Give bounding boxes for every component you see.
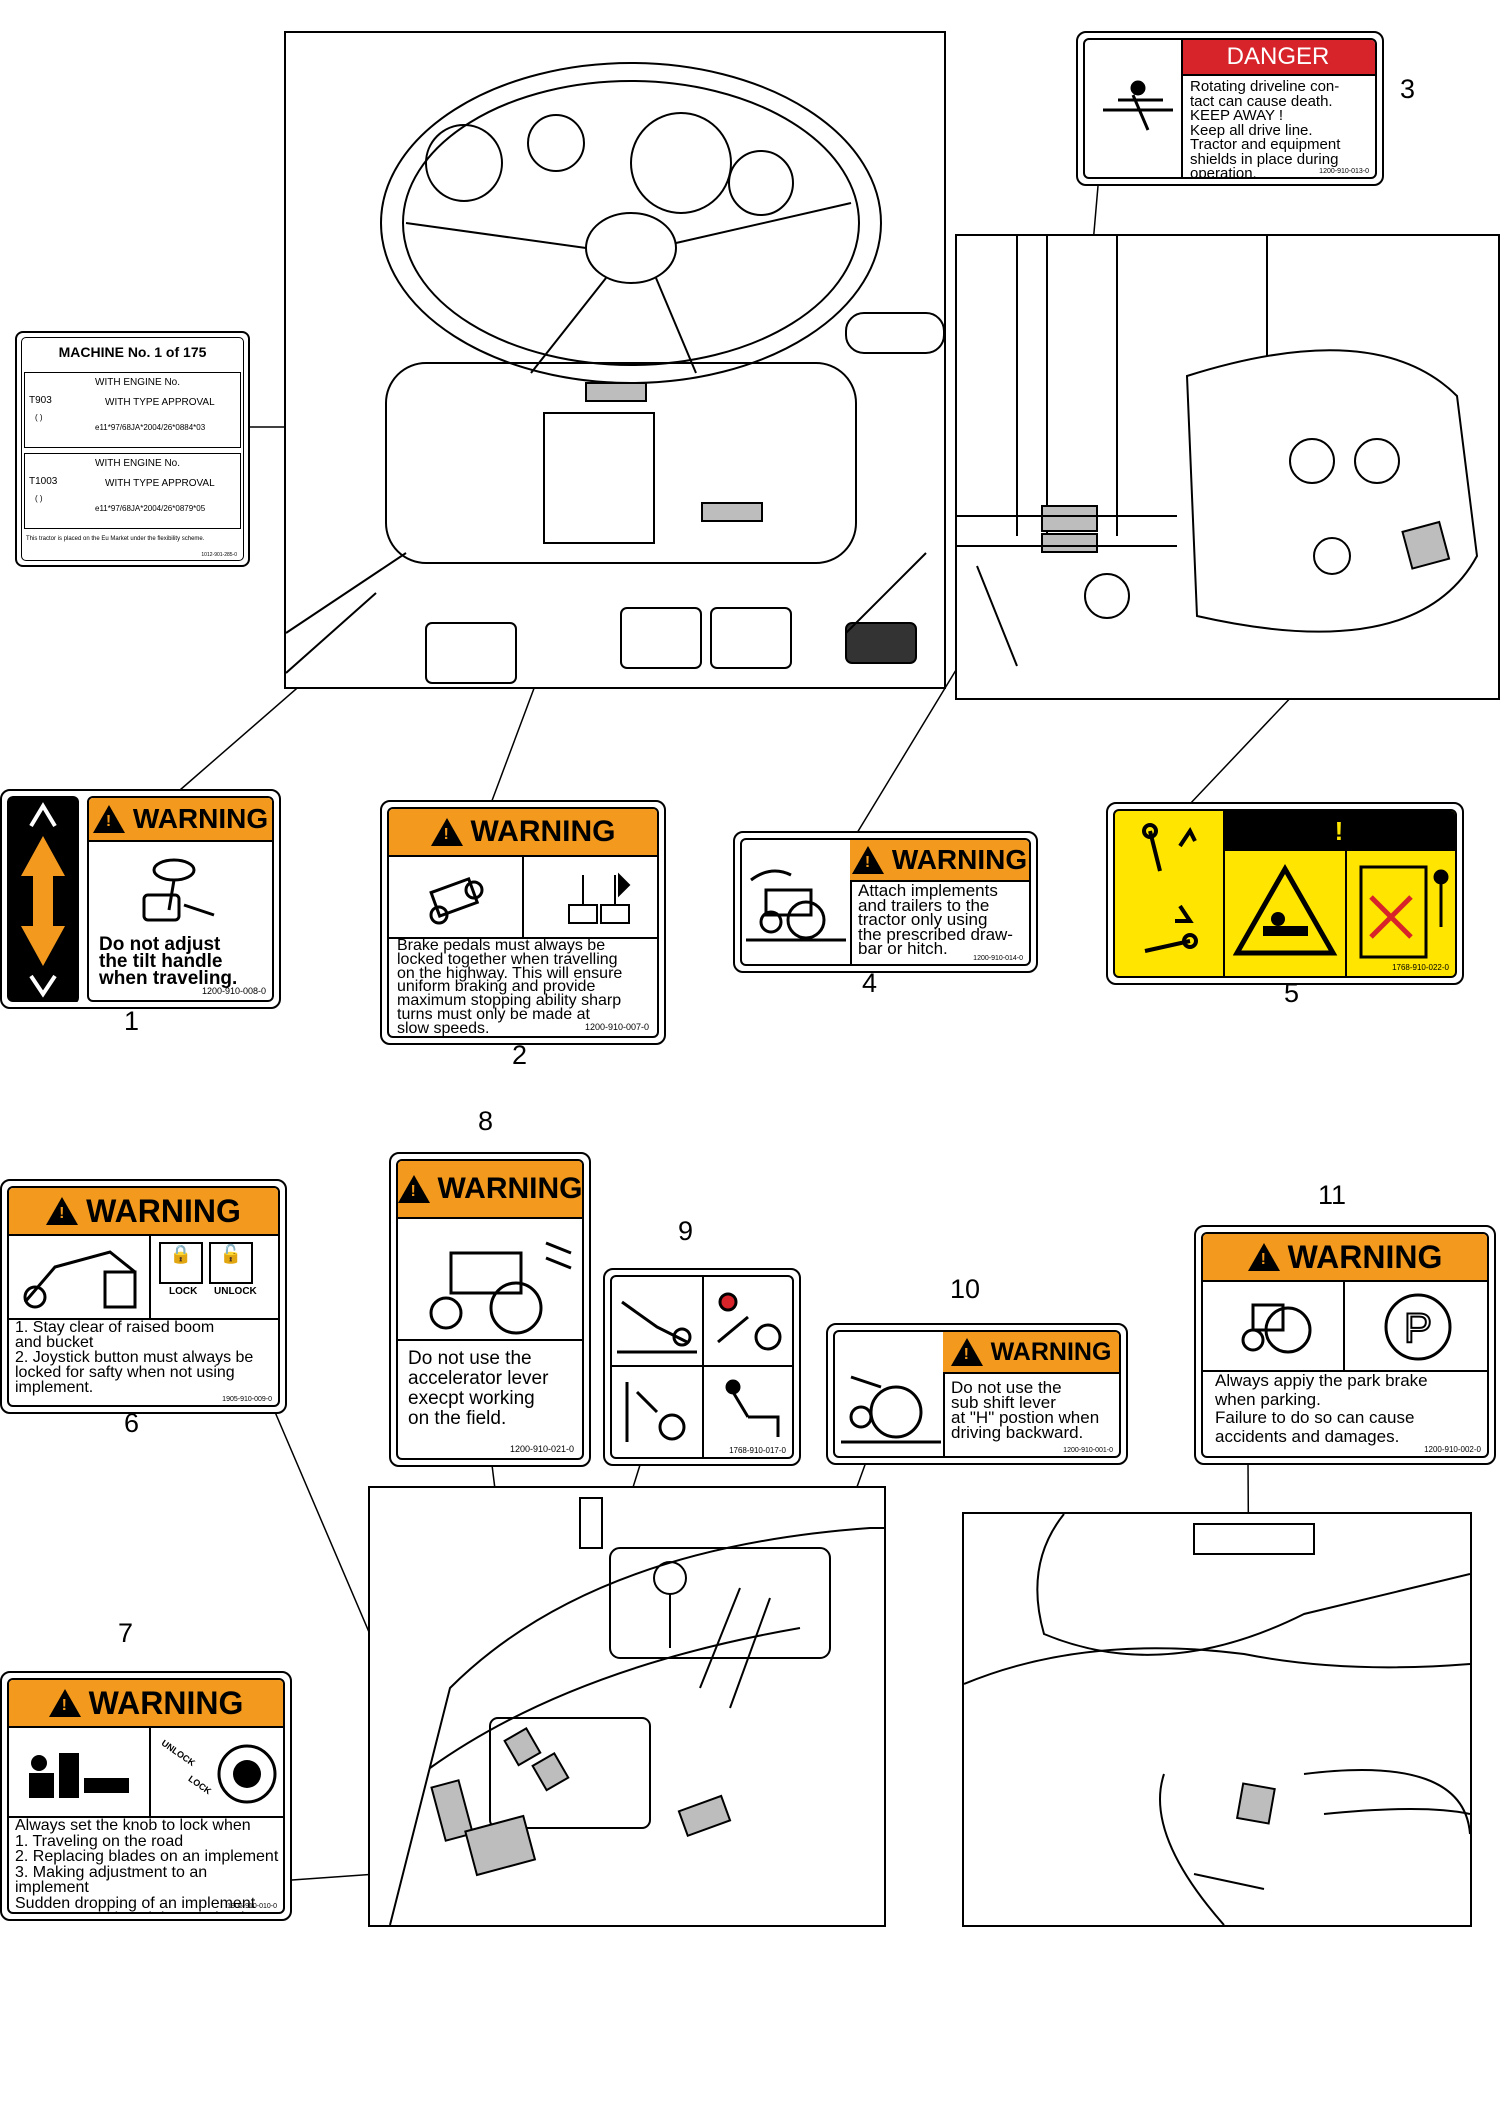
- warning-header: !WARNING: [850, 840, 1029, 882]
- unlock-icon: 🔓: [209, 1242, 253, 1284]
- lock-icon: 🔒: [159, 1242, 203, 1284]
- machine-plate-row: T903 ( ) WITH ENGINE No. WITH TYPE APPRO…: [24, 372, 241, 448]
- label-number: 11: [1318, 1180, 1347, 1210]
- warning-header: !WARNING: [398, 1161, 582, 1219]
- label-10-warning: !WARNING Do not use the sub shift lever …: [826, 1323, 1128, 1465]
- loader-hazard-icon: [617, 1300, 697, 1354]
- tilt-arrow-icon: [21, 802, 65, 998]
- steering-adjust-icon: [142, 858, 215, 922]
- label-number: 4: [862, 968, 878, 998]
- electric-hazard-icon: [625, 1382, 686, 1442]
- fall-hazard-icon: [725, 1379, 780, 1437]
- label-number: 1: [124, 1006, 140, 1036]
- label-1-text: Do not adjust the tilt handle when trave…: [99, 934, 238, 989]
- warning-header: !WARNING: [389, 809, 657, 857]
- label-6-text: 1. Stay clear of raised boom and bucket …: [15, 1319, 254, 1396]
- tilt-indicator: [7, 796, 79, 1002]
- label-number: 3: [1400, 74, 1416, 104]
- crush-hazard-icon: [1233, 863, 1338, 956]
- pedal-lock-icon: [568, 872, 631, 924]
- lever-icons: [1115, 811, 1225, 976]
- lever-positions-icon: [1142, 823, 1198, 953]
- loader-bucket-icon: [717, 1292, 782, 1351]
- warning-header: !WARNING: [943, 1332, 1119, 1374]
- lock-knob-icon: [217, 1744, 277, 1804]
- label-number: 10: [950, 1274, 981, 1304]
- tractor-reverse-icon: [841, 1375, 941, 1444]
- hitch-view: [955, 234, 1500, 700]
- caution-header: !: [1223, 811, 1455, 851]
- no-stand-icon: [1359, 865, 1449, 959]
- label-4-text: Attach implements and trailers to the tr…: [858, 881, 1013, 958]
- label-2-text: Brake pedals must always be locked toget…: [397, 937, 623, 1037]
- warning-header: !WARNING: [9, 1188, 278, 1236]
- label-3-danger: DANGER Rotating driveline con- tact can …: [1076, 31, 1384, 186]
- label-number: 8: [478, 1106, 494, 1136]
- label-4-warning: !WARNING Attach implements and trailers …: [733, 831, 1038, 973]
- machine-plate-row: T1003 ( ) WITH ENGINE No. WITH TYPE APPR…: [24, 453, 241, 529]
- tractor-hitch-icon: [746, 869, 846, 942]
- crush-drop-icon: [29, 1753, 129, 1798]
- label-number: 9: [678, 1216, 694, 1246]
- warning-header: !WARNING: [9, 1680, 283, 1728]
- warning-header: !WARNING: [89, 798, 272, 842]
- label-10-text: Do not use the sub shift lever at "H" po…: [951, 1378, 1100, 1442]
- steering-wheel-icon: [285, 54, 945, 684]
- driveline-icon: [1103, 80, 1173, 131]
- label-1-warning: !WARNING Do not adjust the tilt handle w…: [0, 789, 281, 1009]
- seat-view: [962, 1512, 1472, 1927]
- tractor-rolling-icon: [1241, 1303, 1312, 1354]
- label-2-warning: !WARNING Brake pedals must always be loc…: [380, 800, 666, 1045]
- label-number: 6: [124, 1408, 140, 1438]
- label-number: 5: [1284, 978, 1300, 1008]
- tractor-icon: [429, 1241, 572, 1335]
- label-number: 2: [512, 1040, 528, 1070]
- label-8-warning: !WARNING Do not use the accelerator leve…: [389, 1152, 591, 1467]
- machine-plate-title: MACHINE No. 1 of 175: [58, 344, 207, 360]
- label-5-caution: ! 1768-910-022-0: [1106, 802, 1464, 985]
- dashboard-view: [284, 31, 946, 689]
- label-11-warning: !WARNING P Always appiy the park brake w…: [1194, 1225, 1496, 1465]
- label-7-warning: !WARNING UNLOCK LOCK Always set the knob…: [0, 1671, 292, 1921]
- side-console-view: [368, 1486, 886, 1927]
- warning-header: !WARNING: [1203, 1234, 1487, 1282]
- danger-header: DANGER: [1181, 40, 1375, 76]
- label-8-text: Do not use the accelerator lever execpt …: [408, 1348, 549, 1429]
- tractor-turn-icon: [429, 876, 484, 925]
- label-6-warning: !WARNING 🔒 🔓 LOCK UNLOCK 1. Stay clear o…: [0, 1179, 287, 1414]
- parking-brake-icon: P: [1384, 1293, 1452, 1361]
- label-9-pictogram: 1768-910-017-0: [603, 1268, 801, 1466]
- svg-text:P: P: [1404, 1304, 1432, 1351]
- label-11-text: Always appiy the park brake when parking…: [1215, 1371, 1428, 1446]
- label-number: 7: [118, 1618, 134, 1648]
- machine-plate: MACHINE No. 1 of 175 T903 ( ) WITH ENGIN…: [15, 331, 250, 567]
- boom-hazard-icon: [23, 1250, 137, 1309]
- label-3-text: Rotating driveline con- tact can cause d…: [1190, 78, 1341, 179]
- label-7-text: Always set the knob to lock when 1. Trav…: [15, 1817, 279, 1912]
